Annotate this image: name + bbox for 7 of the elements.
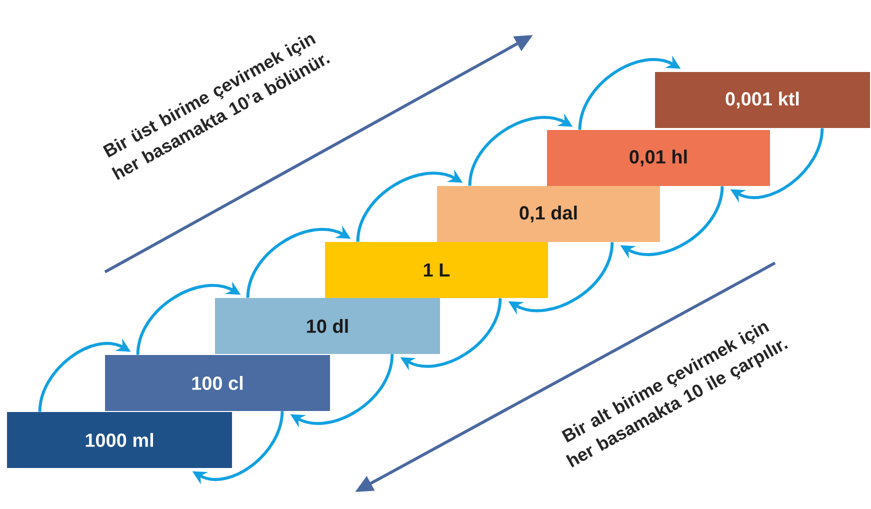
step-box: 0,001 ktl	[655, 72, 870, 128]
step-box: 1 L	[325, 242, 548, 298]
step-box: 1000 ml	[7, 412, 232, 468]
step-box: 0,1 dal	[437, 186, 660, 242]
step-box: 100 cl	[105, 354, 330, 411]
step-box: 10 dl	[215, 298, 440, 354]
step-box: 0,01 hl	[547, 130, 770, 186]
